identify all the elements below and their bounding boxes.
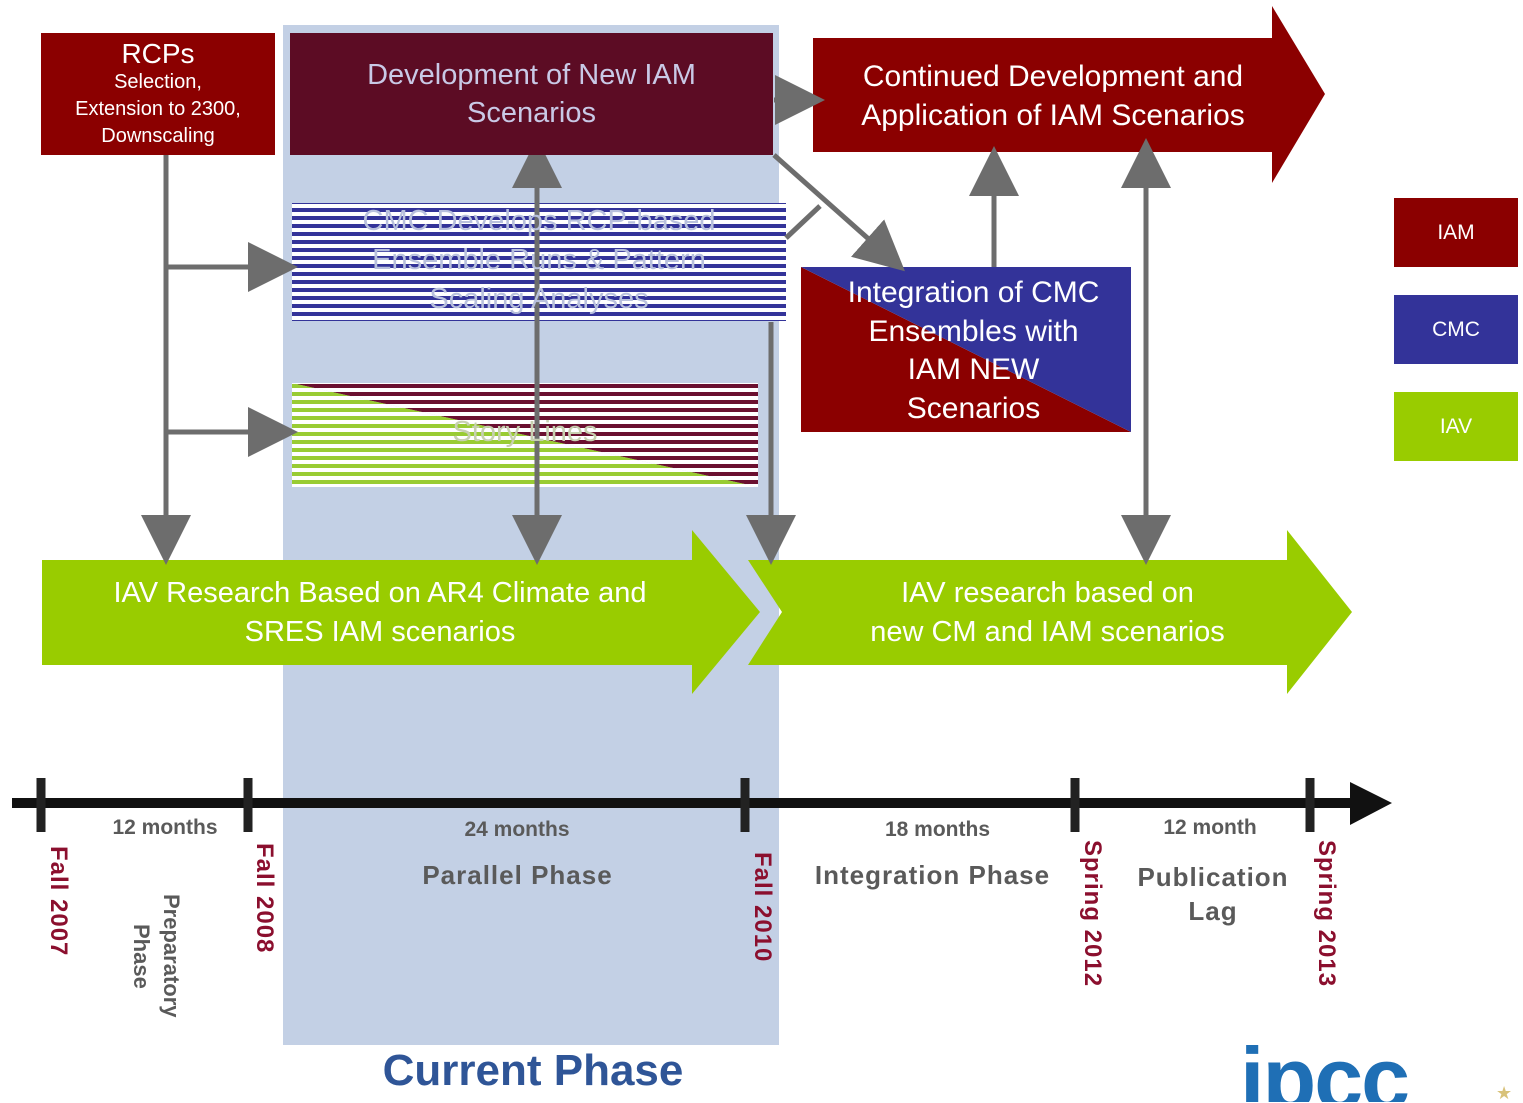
- star-icon: ★: [1496, 1083, 1513, 1103]
- legend-iav-label: IAV: [1439, 414, 1473, 438]
- duration-2: 24 months: [464, 818, 570, 841]
- legend-cmc-label: CMC: [1432, 317, 1480, 341]
- integration-blue-part: [801, 267, 1131, 432]
- iav-current-arrow: [42, 530, 760, 694]
- ipcc-logo-text: ipcc: [1240, 1035, 1410, 1102]
- integration-label: Integration of CMC Ensembles with IAM NE…: [847, 276, 1100, 425]
- phase-parallel: Parallel Phase: [422, 860, 613, 890]
- story-lines-label: Story Lines: [452, 416, 598, 448]
- continued-label: Continued Development and Application of…: [861, 60, 1245, 132]
- phase-publication: Publication Lag: [1137, 862, 1289, 926]
- legend-iam: IAM: [1394, 198, 1518, 267]
- duration-4: 12 month: [1163, 816, 1257, 839]
- rcps-box: RCPs Selection, Extension to 2300, Downs…: [41, 33, 275, 155]
- date-fall-2010: Fall 2010: [749, 852, 776, 963]
- rcps-subtitle: Selection, Extension to 2300, Downscalin…: [75, 70, 241, 147]
- new-iam-label: Development of New IAM Scenarios: [367, 59, 696, 129]
- continued-arrow: [813, 6, 1325, 183]
- date-fall-2008: Fall 2008: [251, 843, 278, 954]
- current-phase-label: Current Phase: [382, 1046, 684, 1095]
- phase-integration: Integration Phase: [814, 860, 1051, 890]
- rcps-title: RCPs: [121, 37, 195, 69]
- phase-preparatory: Preparatory Phase: [129, 894, 184, 1018]
- iav-new-label: IAV research based on new CM and IAM sce…: [870, 577, 1225, 648]
- legend-iam-label: IAM: [1437, 220, 1475, 244]
- legend-iav: IAV: [1394, 392, 1518, 461]
- legend-cmc: CMC: [1394, 295, 1518, 364]
- date-spring-2012: Spring 2012: [1079, 840, 1106, 988]
- ipcc-logo: ipcc: [1240, 1035, 1440, 1102]
- date-spring-2013: Spring 2013: [1313, 840, 1340, 988]
- duration-1: 12 months: [112, 816, 218, 839]
- cmc-runs-label: CMC Develops RCP-based Ensemble Runs & P…: [362, 205, 716, 315]
- new-iam-box: Development of New IAM Scenarios: [290, 33, 773, 155]
- duration-3: 18 months: [884, 818, 991, 841]
- timeline-axis: [12, 778, 1392, 832]
- iav-current-label: IAV Research Based on AR4 Climate and SR…: [113, 577, 647, 648]
- date-fall-2007: Fall 2007: [45, 846, 72, 957]
- iav-new-arrow: [748, 530, 1352, 694]
